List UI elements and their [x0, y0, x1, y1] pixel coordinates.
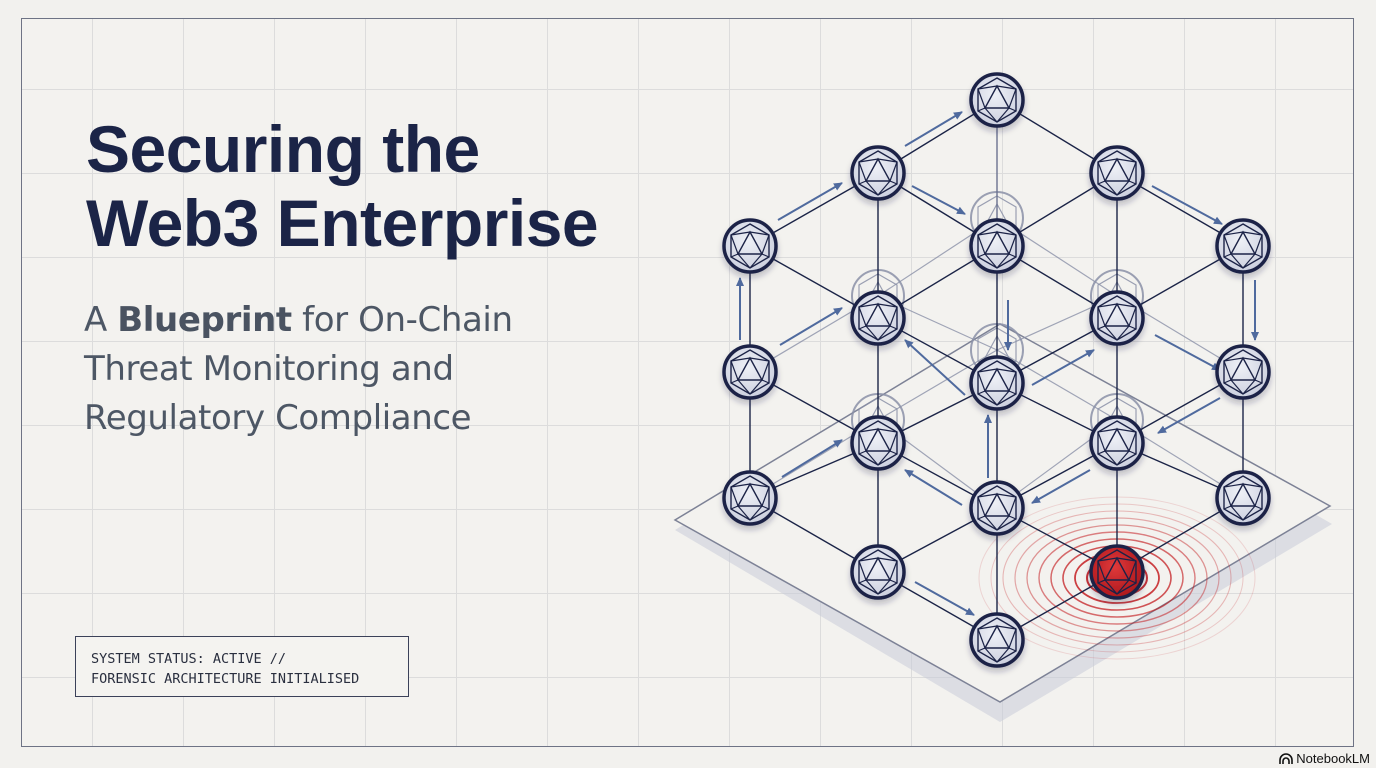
- node-row5-right: [1215, 344, 1271, 400]
- subtitle-line-1: A Blueprint for On-Chain: [84, 296, 513, 345]
- title-line-1: Securing the: [86, 112, 480, 186]
- node-row8-right-alert: [1089, 544, 1145, 600]
- lattice-nodes: [722, 72, 1271, 668]
- node-row6-left: [850, 415, 906, 471]
- node-row8-left: [850, 544, 906, 600]
- status-line-1: SYSTEM STATUS: ACTIVE //: [91, 651, 287, 667]
- node-row3-left: [722, 218, 778, 274]
- node-row7-center: [969, 480, 1025, 536]
- subtitle-line-1-rest: for On-Chain: [291, 300, 513, 340]
- title-line-2: Web3 Enterprise: [86, 186, 599, 260]
- flow-arrows: [736, 111, 1259, 616]
- notebooklm-icon: [1279, 752, 1294, 764]
- node-row5-left: [722, 344, 778, 400]
- subtitle-line-2: Threat Monitoring and: [84, 349, 454, 389]
- node-row2-right: [1089, 145, 1145, 201]
- node-row4-left: [850, 290, 906, 346]
- system-status-box: SYSTEM STATUS: ACTIVE // FORENSIC ARCHIT…: [75, 636, 409, 697]
- slide-subtitle: A Blueprint for On-Chain Threat Monitori…: [84, 296, 513, 443]
- node-row6-right: [1089, 415, 1145, 471]
- node-row7-left: [722, 470, 778, 526]
- subtitle-prefix: A: [84, 300, 118, 340]
- node-row3-right: [1215, 218, 1271, 274]
- slide-frame: [21, 18, 1354, 747]
- node-row3-center: [969, 218, 1025, 274]
- node-top: [969, 72, 1025, 128]
- status-line-2: FORENSIC ARCHITECTURE INITIALISED: [91, 671, 360, 687]
- slide-title: Securing the Web3 Enterprise: [86, 112, 599, 260]
- node-bottom: [969, 612, 1025, 668]
- node-row4-right: [1089, 290, 1145, 346]
- node-row5-center: [969, 355, 1025, 411]
- subtitle-line-3: Regulatory Compliance: [84, 398, 472, 438]
- subtitle-emphasis: Blueprint: [117, 300, 292, 340]
- notebooklm-brand: NotebookLM: [1277, 751, 1372, 766]
- node-row2-left: [850, 145, 906, 201]
- node-row7-right: [1215, 470, 1271, 526]
- brand-label: NotebookLM: [1296, 751, 1370, 766]
